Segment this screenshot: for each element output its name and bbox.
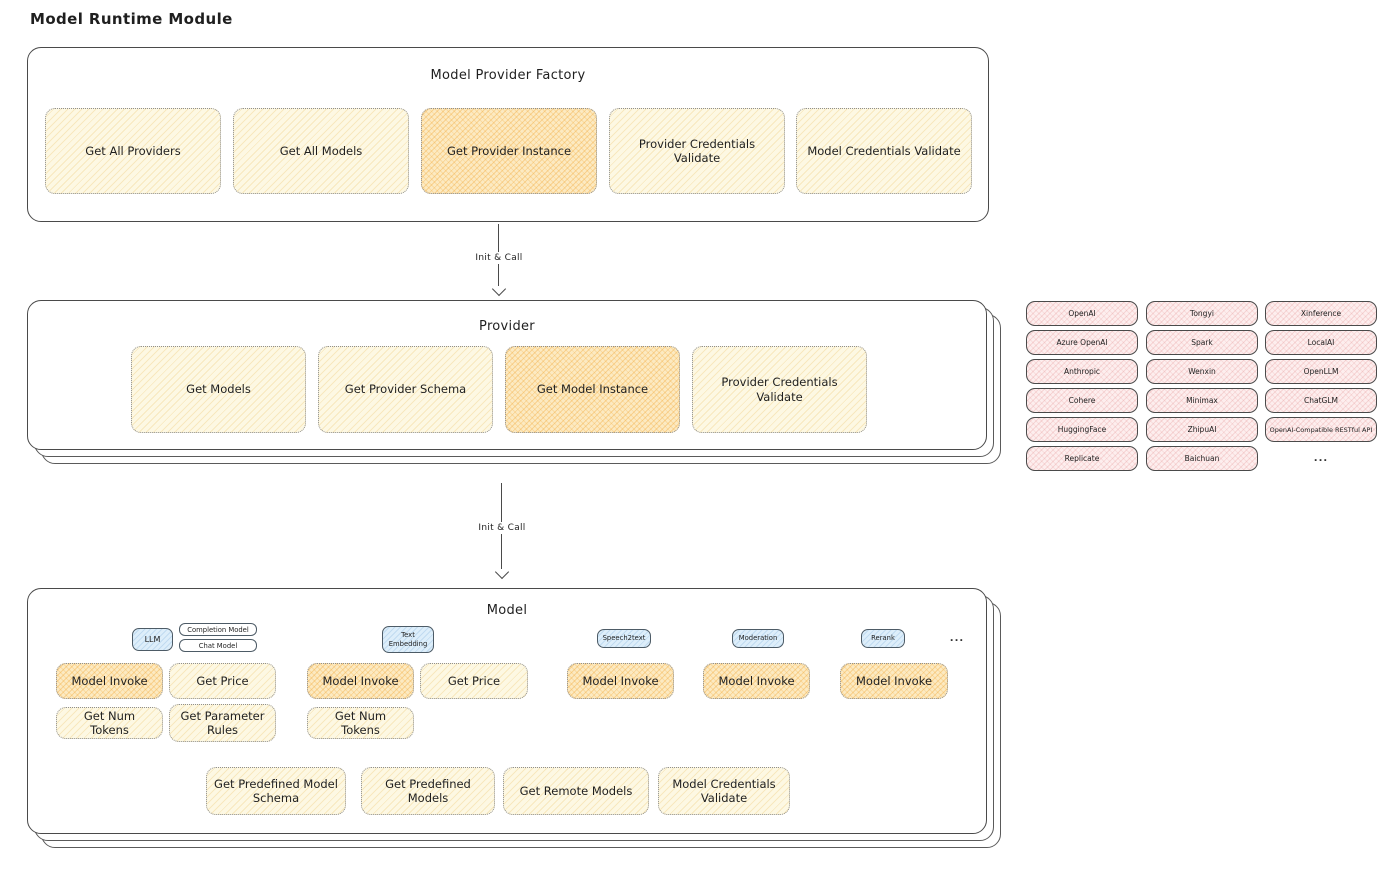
op-model-invoke-moderation: Model Invoke: [703, 663, 810, 699]
node-get-model-instance: Get Model Instance: [505, 346, 680, 433]
tabs-more-ellipsis: ...: [949, 633, 965, 644]
model-title: Model: [486, 603, 528, 618]
vendor-wenxin: Wenxin: [1146, 359, 1258, 384]
tab-rerank: Rerank: [861, 629, 905, 648]
op-get-remote-models: Get Remote Models: [503, 767, 649, 815]
tab-llm: LLM: [132, 628, 173, 651]
tab-completion-model: Completion Model: [179, 623, 257, 636]
node-get-provider-instance: Get Provider Instance: [421, 108, 597, 194]
vendor-openai-compatible-restful-api: OpenAI-Compatible RESTful API: [1265, 417, 1377, 442]
op-get-parameter-rules: Get Parameter Rules: [169, 704, 276, 742]
node-get-models: Get Models: [131, 346, 306, 433]
op-get-predefined-model-schema: Get Predefined Model Schema: [206, 767, 346, 815]
provider-box: Provider Get Models Get Provider Schema …: [27, 300, 987, 450]
tab-text-embedding: Text Embedding: [382, 626, 434, 653]
vendor-baichuan: Baichuan: [1146, 446, 1258, 471]
node-get-all-providers: Get All Providers: [45, 108, 221, 194]
op-get-num-tokens-llm: Get Num Tokens: [56, 707, 163, 739]
vendor-chatglm: ChatGLM: [1265, 388, 1377, 413]
vendor-tongyi: Tongyi: [1146, 301, 1258, 326]
factory-box: Model Provider Factory Get All Providers…: [27, 47, 989, 222]
node-provider-credentials-validate-2: Provider Credentials Validate: [692, 346, 867, 433]
op-model-credentials-validate: Model Credentials Validate: [658, 767, 790, 815]
op-get-predefined-models: Get Predefined Models: [361, 767, 495, 815]
vendor-minimax: Minimax: [1146, 388, 1258, 413]
op-model-invoke-rerank: Model Invoke: [840, 663, 948, 699]
tab-chat-model: Chat Model: [179, 639, 257, 652]
node-provider-credentials-validate: Provider Credentials Validate: [609, 108, 785, 194]
page-title: Model Runtime Module: [30, 10, 233, 28]
vendor-cohere: Cohere: [1026, 388, 1138, 413]
op-get-num-tokens-embedding: Get Num Tokens: [307, 707, 414, 739]
factory-title: Model Provider Factory: [430, 68, 586, 83]
node-model-credentials-validate: Model Credentials Validate: [796, 108, 972, 194]
node-get-provider-schema: Get Provider Schema: [318, 346, 493, 433]
vendor-xinference: Xinference: [1265, 301, 1377, 326]
arrow-label-init-call-1: Init & Call: [470, 252, 528, 264]
arrow-head-1-icon: [491, 281, 507, 297]
op-model-invoke-llm: Model Invoke: [56, 663, 163, 699]
op-get-price-llm: Get Price: [169, 663, 276, 699]
vendor-replicate: Replicate: [1026, 446, 1138, 471]
vendor-spark: Spark: [1146, 330, 1258, 355]
vendor-openllm: OpenLLM: [1265, 359, 1377, 384]
vendor-openai: OpenAI: [1026, 301, 1138, 326]
tab-moderation: Moderation: [732, 629, 784, 648]
vendor-azure-openai: Azure OpenAI: [1026, 330, 1138, 355]
tab-speech2text: Speech2text: [597, 629, 651, 648]
vendor-anthropic: Anthropic: [1026, 359, 1138, 384]
op-model-invoke-speech2text: Model Invoke: [567, 663, 674, 699]
provider-title: Provider: [479, 319, 535, 334]
model-box: Model LLM Completion Model Chat Model Te…: [27, 588, 987, 834]
op-model-invoke-embedding: Model Invoke: [307, 663, 414, 699]
vendor-huggingface: HuggingFace: [1026, 417, 1138, 442]
op-get-price-embedding: Get Price: [420, 663, 528, 699]
vendor-more-ellipsis: ...: [1313, 453, 1329, 464]
node-get-all-models: Get All Models: [233, 108, 409, 194]
vendor-localai: LocalAI: [1265, 330, 1377, 355]
arrow-label-init-call-2: Init & Call: [473, 522, 531, 534]
vendor-zhipuai: ZhipuAI: [1146, 417, 1258, 442]
arrow-head-2-icon: [494, 564, 510, 580]
